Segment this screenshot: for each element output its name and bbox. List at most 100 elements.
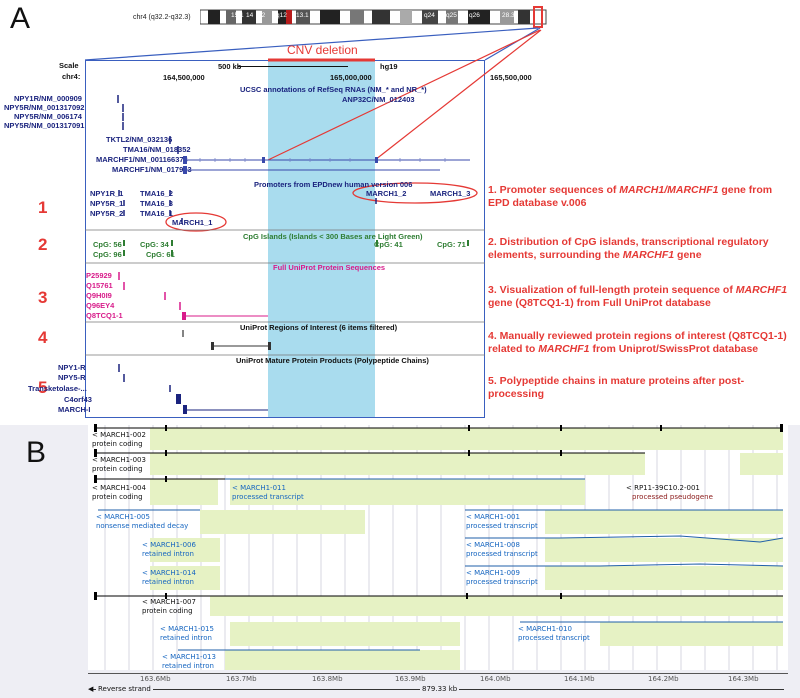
transcript-type: processed transcript [466,550,538,558]
transcript-name[interactable]: < MARCH1-007 [142,598,196,606]
transcript-name[interactable]: < MARCH1-002 [92,431,146,439]
position-label: 165,000,000 [330,73,372,82]
ideogram-label: chr4 (q32.2-q32.3) [133,14,191,21]
refseq-right-label: ANP32C/NM_012403 [342,95,415,104]
band-label: 15.1 [231,12,244,19]
note-1: 1. Promoter sequences of MARCH1/MARCHF1 … [488,184,773,209]
transcript-type: protein coding [92,440,143,448]
zoom-lines [84,27,542,232]
track-number: 1 [38,198,48,217]
axis-tick: 164.3Mb [728,675,759,683]
axis-tick: 163.7Mb [226,675,257,683]
axis-tick: 164.1Mb [564,675,595,683]
track-title: UniProt Regions of Interest (6 items fil… [240,323,398,332]
cpg-label: CpG: 61 [146,250,175,259]
scale-bar-label: 500 kb [218,62,242,71]
gene-glyphs [85,95,485,414]
transcript-name[interactable]: < MARCH1-006 [142,541,196,549]
refseq-item: TMA16/NM_018352 [123,145,191,154]
cnv-deletion-label: CNV deletion [287,43,358,57]
transcript-type: retained intron [142,550,194,558]
mature-label: C4orf43 [64,395,92,404]
note-5: 5. Polypeptide chains in mature proteins… [488,375,745,400]
transcript-type: protein coding [142,607,193,615]
scale-bar [238,66,348,67]
track-title: CpG Islands (Islands < 300 Bases are Lig… [243,232,423,241]
transcript-type: processed transcript [466,522,538,530]
transcript-band [545,538,783,562]
transcript-name[interactable]: < MARCH1-014 [142,569,196,577]
promoter-label: TMA16_1 [140,209,173,218]
note-2: 2. Distribution of CpG islands, transcri… [488,236,769,261]
assembly-label: hg19 [380,62,398,71]
track-title: Full UniProt Protein Sequences [273,263,386,272]
track-number: 3 [38,288,48,307]
transcript-band [210,596,783,616]
track-title: Promoters from EPDnew human version 006 [254,180,413,189]
cpg-label: CpG: 41 [374,240,403,249]
transcript-type: processed transcript [466,578,538,586]
refseq-title: UCSC annotations of RefSeq RNAs (NM_* an… [240,85,427,94]
cpg-label: CpG: 71 [437,240,466,249]
refseq-item: NPY5R/NM_001317092 [4,103,85,112]
transcript-band [740,453,783,475]
promoter-label: TMA16_3 [140,199,173,208]
transcript-band [225,650,460,670]
refseq-item: NPY1R/NM_000909 [14,94,82,103]
band-label: q12 [276,12,287,19]
transcript-band [200,510,365,534]
transcript-band [150,479,218,505]
band-label: q26 [469,12,480,19]
transcript-name[interactable]: < MARCH1-004 [92,484,146,492]
cpg-label: CpG: 56 [93,240,122,249]
band-label: 28.3 [502,12,515,19]
transcript-type: processed transcript [232,493,304,501]
band-label: 14 [246,12,254,19]
transcript-name[interactable]: < MARCH1-010 [518,625,572,633]
uniprot-label: Q9H0I9 [86,291,112,300]
transcript-name[interactable]: < RP11-39C10.2-001 [626,484,700,492]
transcript-type: nonsense mediated decay [96,522,189,530]
transcript-name[interactable]: < MARCH1-005 [96,513,150,521]
transcript-name[interactable]: < MARCH1-013 [162,653,216,661]
axis-tick: 164.0Mb [480,675,511,683]
axis-tick: 163.6Mb [140,675,171,683]
mature-label: MARCH-I [58,405,91,414]
panel-a-letter: A [10,2,31,35]
track-number: 4 [38,328,48,347]
uniprot-label: Q8TCQ1-1 [86,311,123,320]
promoter-label: TMA16_2 [140,189,173,198]
scale-label: Scale [59,61,79,70]
note-3: 3. Visualization of full-length protein … [488,284,788,309]
mature-label: NPY1-R [58,363,86,372]
transcript-name[interactable]: < MARCH1-015 [160,625,214,633]
transcript-name[interactable]: < MARCH1-009 [466,569,520,577]
axis-tick: 163.9Mb [395,675,426,683]
transcript-name[interactable]: < MARCH1-001 [466,513,520,521]
refseq-item: TKTL2/NM_032136 [106,135,173,144]
transcript-band [230,479,585,505]
transcript-type: retained intron [162,662,214,670]
promoter-label: MARCH1_2 [366,189,407,198]
transcript-band [150,566,220,590]
transcript-type: processed pseudogene [632,493,713,501]
transcript-type: processed transcript [518,634,590,642]
transcript-name[interactable]: < MARCH1-011 [232,484,286,492]
chr-label: chr4: [62,72,81,81]
uniprot-label: Q96EY4 [86,301,115,310]
transcript-name[interactable]: < MARCH1-008 [466,541,520,549]
refseq-item: NPY5R/NM_006174 [14,112,82,121]
position-label: 165,500,000 [490,73,532,82]
band-label: 12 [258,12,266,19]
refseq-item: NPY5R/NM_001317091 [4,121,85,130]
transcript-name[interactable]: < MARCH1-003 [92,456,146,464]
promoter-label: NPY5R_2 [90,209,124,218]
transcript-band [150,538,220,562]
cpg-label: CpG: 96 [93,250,122,259]
axis-tick: 164.2Mb [648,675,679,683]
band-label: 13.1 [296,12,309,19]
transcript-type: protein coding [92,465,143,473]
position-label: 164,500,000 [163,73,205,82]
chromosome-ideogram [200,6,547,28]
